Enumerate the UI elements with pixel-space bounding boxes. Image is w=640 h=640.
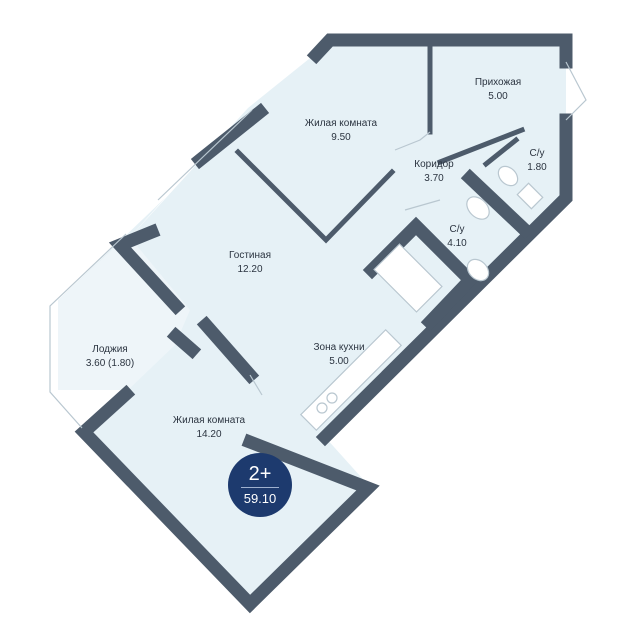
room-area: 12.20 (237, 264, 263, 275)
room-name: Зона кухни (313, 342, 365, 353)
outer-wall-left-upper (108, 223, 186, 316)
outer-wall-top-left (190, 102, 270, 170)
room-area: 5.00 (329, 356, 349, 367)
door-arc (565, 61, 587, 121)
apartment-type: 2+ (248, 463, 272, 485)
sink-icon (466, 258, 490, 282)
wall-corridor (436, 126, 526, 166)
room-label-bathroom: С/у 4.10 (447, 223, 466, 251)
wc-sink-icon (516, 182, 544, 210)
loggia-floor (58, 235, 190, 390)
room-label-corridor: Коридор 3.70 (414, 158, 454, 186)
loggia-glazing (49, 233, 127, 429)
window-glazing (157, 109, 253, 201)
room-label-kitchen: Зона кухни 5.00 (313, 341, 364, 369)
room-area: 14.20 (196, 429, 222, 440)
floor-area (58, 42, 566, 600)
room-name: Жилая комната (304, 118, 378, 129)
stove-icon (326, 392, 338, 404)
room-area: 3.60 (1.80) (85, 358, 135, 369)
room-name: Лоджия (92, 344, 128, 355)
room-area: 1.80 (527, 162, 547, 173)
total-area: 59.10 (243, 491, 277, 506)
badge-divider (241, 487, 279, 488)
room-area: 9.50 (331, 132, 351, 143)
outer-wall-right (315, 113, 573, 447)
outer-wall-bottom-right (74, 384, 380, 614)
room-area: 4.10 (447, 238, 467, 249)
room-label-wc: С/у 1.80 (527, 147, 546, 175)
room-name: Коридор (414, 159, 454, 170)
room-name: Жилая комната (172, 415, 246, 426)
wall-bedroom-living (234, 148, 396, 244)
room-label-bedroom-1: Жилая комната 9.50 (305, 117, 377, 145)
bathtub-icon (373, 243, 443, 313)
room-area: 5.00 (488, 91, 508, 102)
stove-icon (316, 402, 328, 414)
room-name: Прихожая (474, 77, 522, 88)
room-label-hall: Прихожая 5.00 (475, 76, 521, 104)
room-name: С/у (529, 148, 545, 159)
room-label-bedroom-2: Жилая комната 14.20 (173, 414, 245, 442)
room-area: 3.70 (424, 173, 444, 184)
wall-bath (362, 216, 480, 332)
room-label-living: Гостиная 12.20 (229, 249, 271, 277)
room-name: Гостиная (229, 250, 271, 261)
apartment-badge: 2+ 59.10 (228, 453, 292, 517)
wall-wc (460, 168, 535, 240)
door-arc (404, 199, 441, 211)
kitchen-wall (196, 315, 260, 385)
loggia-wall (166, 326, 202, 360)
outer-wall-top (306, 33, 573, 69)
door-arc (249, 374, 263, 396)
room-name: С/у (449, 224, 465, 235)
door-arc (394, 131, 431, 151)
room-label-loggia: Лоджия 3.60 (1.80) (86, 343, 134, 371)
toilet-wc-icon (497, 165, 519, 187)
toilet-icon (466, 196, 490, 220)
wall-wc-top (482, 136, 520, 168)
